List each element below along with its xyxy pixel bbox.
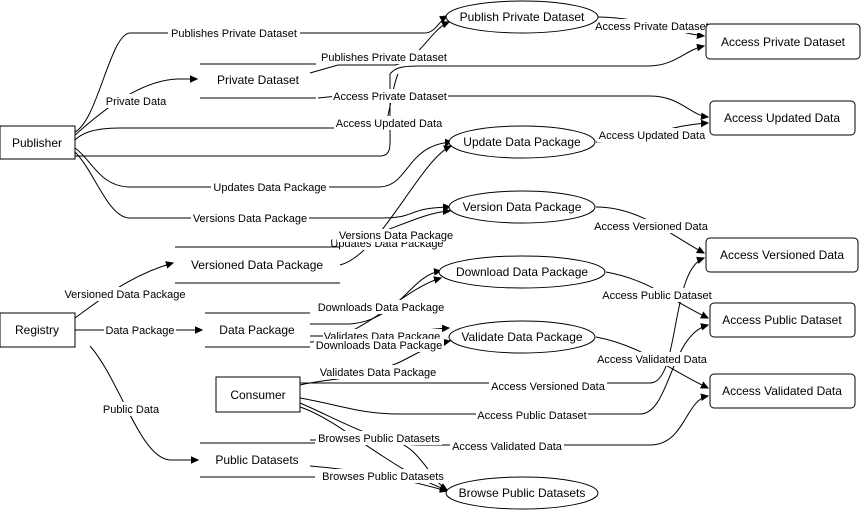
svg-text:Publishes Private Dataset: Publishes Private Dataset: [171, 28, 297, 40]
svg-text:Publish Private Dataset: Publish Private Dataset: [460, 10, 585, 24]
public-datasets-store[interactable]: Public Datasets: [200, 442, 315, 478]
access-private-dataset-node[interactable]: Access Private Dataset: [705, 23, 861, 60]
svg-text:Publishes Private Dataset: Publishes Private Dataset: [321, 52, 447, 64]
data-package-store[interactable]: Data Package: [205, 312, 310, 348]
label-dp-downloads-package-2: Downloads Data Package: [314, 339, 444, 352]
edge-publisher-to-publish-private-dataset: [74, 16, 447, 133]
svg-text:Access Private Dataset: Access Private Dataset: [595, 21, 709, 33]
version-data-package-process[interactable]: Version Data Package: [448, 190, 596, 224]
svg-text:Access Private Dataset: Access Private Dataset: [721, 35, 846, 49]
edge-versioned-package-updates: [339, 146, 451, 266]
svg-text:Public Datasets: Public Datasets: [215, 453, 298, 467]
label-reg-versioned-package: Versioned Data Package: [63, 287, 187, 301]
label-reg-public-data: Public Data: [101, 402, 161, 416]
svg-text:Access Versioned Data: Access Versioned Data: [720, 248, 844, 262]
publisher-node[interactable]: Publisher: [0, 125, 76, 160]
svg-text:Consumer: Consumer: [230, 388, 285, 402]
access-validated-data-node[interactable]: Access Validated Data: [709, 373, 856, 409]
label-ds-publishes-private: Publishes Private Dataset: [318, 50, 450, 64]
label-con-access-public: Access Public Dataset: [476, 408, 588, 422]
svg-text:Data Package: Data Package: [219, 323, 295, 337]
svg-text:Validate Data Package: Validate Data Package: [461, 330, 583, 344]
registry-node[interactable]: Registry: [0, 312, 76, 348]
svg-text:Access Public Dataset: Access Public Dataset: [477, 410, 586, 422]
browse-public-datasets-process[interactable]: Browse Public Datasets: [445, 476, 599, 510]
svg-text:Private Data: Private Data: [106, 96, 167, 108]
consumer-node[interactable]: Consumer: [215, 376, 301, 413]
edge-data-package-downloads: [310, 271, 441, 325]
label-pub-private-data: Private Data: [104, 94, 168, 108]
update-data-package-process[interactable]: Update Data Package: [448, 125, 596, 159]
label-dlp-access-public: Access Public Dataset: [601, 288, 713, 302]
edge-publisher-updates-data-package: [74, 142, 452, 188]
edge-registry-to-public-datasets: [89, 345, 198, 460]
edges: [74, 16, 708, 491]
label-con-validates-package: Validates Data Package: [318, 365, 438, 379]
svg-text:Browse Public Datasets: Browse Public Datasets: [459, 486, 586, 500]
access-public-dataset-node[interactable]: Access Public Dataset: [709, 302, 856, 338]
svg-text:Download Data Package: Download Data Package: [456, 265, 588, 279]
download-data-package-process[interactable]: Download Data Package: [438, 255, 606, 289]
label-dp-downloads-package: Downloads Data Package: [316, 300, 446, 314]
svg-text:Versions Data Package: Versions Data Package: [193, 213, 307, 225]
svg-text:Access Updated Data: Access Updated Data: [336, 118, 443, 130]
label-pub-access-updated: Access Updated Data: [334, 116, 444, 130]
edge-private-dataset-access-updated: [317, 95, 708, 117]
label-con-access-validated: Access Validated Data: [450, 439, 564, 453]
svg-text:Public Data: Public Data: [103, 404, 160, 416]
label-reg-data-package: Data Package: [104, 323, 176, 337]
svg-text:Access Validated Data: Access Validated Data: [452, 441, 563, 453]
label-valp-access-validated: Access Validated Data: [596, 352, 708, 366]
svg-text:Validates Data Package: Validates Data Package: [320, 367, 437, 379]
edge-consumer-access-versioned: [300, 258, 704, 384]
label-ds-access-private: Access Private Dataset: [332, 89, 448, 103]
label-pub-updates-package: Updates Data Package: [211, 180, 329, 194]
svg-text:Access Public Dataset: Access Public Dataset: [722, 313, 842, 327]
svg-text:Downloads Data Package: Downloads Data Package: [316, 340, 443, 352]
edge-publisher-to-update-data-package-tail: [75, 74, 391, 157]
svg-text:Downloads Data Package: Downloads Data Package: [318, 302, 445, 314]
label-vdp-access-versioned: Access Versioned Data: [592, 219, 710, 233]
svg-text:Updates Data Package: Updates Data Package: [213, 182, 326, 194]
svg-text:Browses Public Datasets: Browses Public Datasets: [318, 433, 440, 445]
svg-text:Access Validated Data: Access Validated Data: [722, 384, 842, 398]
edge-labels: Publishes Private Dataset Private Data P…: [63, 19, 713, 483]
svg-text:Private Dataset: Private Dataset: [217, 73, 300, 87]
access-updated-data-node[interactable]: Access Updated Data: [709, 100, 856, 136]
svg-text:Access Private Dataset: Access Private Dataset: [333, 91, 447, 103]
validate-data-package-process[interactable]: Validate Data Package: [448, 320, 596, 354]
svg-text:Publisher: Publisher: [12, 136, 62, 150]
svg-text:Access Updated Data: Access Updated Data: [724, 111, 840, 125]
svg-text:Registry: Registry: [15, 323, 59, 337]
label-udp-access-updated: Access Updated Data: [597, 128, 707, 142]
svg-text:Access Updated Data: Access Updated Data: [599, 130, 706, 142]
label-ver-versions-package: Versions Data Package: [337, 229, 455, 242]
versioned-data-package-store[interactable]: Versioned Data Package: [175, 246, 340, 284]
access-versioned-data-node[interactable]: Access Versioned Data: [705, 237, 859, 273]
label-ppd-access-private: Access Private Dataset: [594, 19, 710, 33]
edge-consumer-access-public: [299, 325, 708, 415]
svg-text:Access Validated Data: Access Validated Data: [597, 354, 708, 366]
svg-text:Versioned Data Package: Versioned Data Package: [64, 289, 185, 301]
private-dataset-store[interactable]: Private Dataset: [200, 63, 316, 99]
svg-text:Data Package: Data Package: [105, 325, 174, 337]
svg-text:Access Versioned Data: Access Versioned Data: [491, 381, 606, 393]
label-pub-publishes-private: Publishes Private Dataset: [168, 26, 300, 40]
publish-private-dataset-process[interactable]: Publish Private Dataset: [445, 0, 599, 34]
edge-private-dataset-access-private: [389, 46, 704, 75]
svg-text:Access Public Dataset: Access Public Dataset: [602, 290, 711, 302]
edge-private-dataset-publishes: [309, 22, 449, 74]
svg-text:Versioned Data Package: Versioned Data Package: [191, 258, 323, 272]
label-pds-browses-public: Browses Public Datasets: [316, 431, 442, 445]
svg-text:Versions Data Package: Versions Data Package: [339, 230, 453, 242]
svg-text:Version Data Package: Version Data Package: [463, 200, 582, 214]
svg-text:Access Versioned Data: Access Versioned Data: [594, 221, 709, 233]
label-con-access-versioned: Access Versioned Data: [489, 379, 607, 393]
svg-text:Browses Public Datasets: Browses Public Datasets: [322, 471, 444, 483]
label-pds-browses-public-2: Browses Public Datasets: [320, 469, 446, 483]
svg-text:Update Data Package: Update Data Package: [463, 135, 581, 149]
label-pub-versions-package: Versions Data Package: [191, 211, 309, 225]
